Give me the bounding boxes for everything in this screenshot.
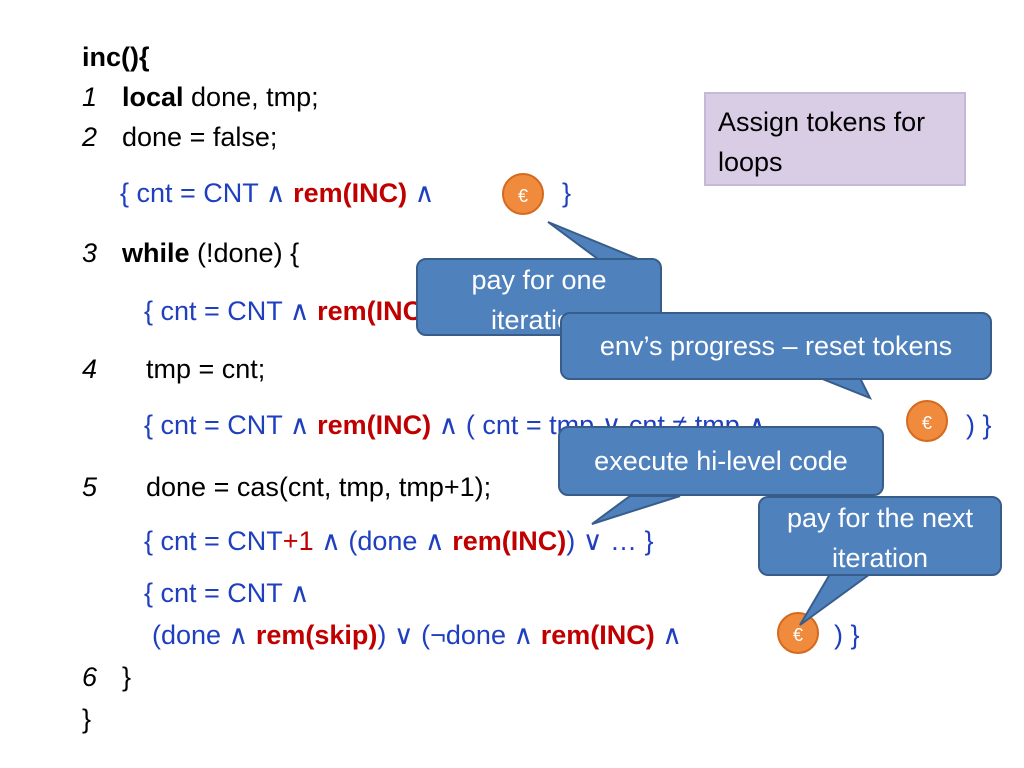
code-line-1: local done, tmp; [122,80,319,114]
assertion-3-close: ) } [966,410,992,440]
token-coin-3: € [777,612,819,654]
code-line-4: tmp = cnt; [146,354,266,384]
keyword-local: local [122,82,184,112]
assertion-text: { cnt = CNT ∧ [144,410,318,440]
rem-term: rem(INC) [317,410,432,440]
tail-env [819,377,873,400]
assertion-1: { cnt = CNT ∧ rem(INC) ∧ [120,176,434,210]
line-number-1: 1 [82,82,98,112]
callout-execute-code: execute hi-level code [558,426,884,496]
assertion-text: (done ∧ [152,620,256,650]
line-number-3: 3 [82,238,98,268]
assertion-text: ) ∨ (¬done ∧ [377,620,541,650]
code-line-5: done = cas(cnt, tmp, tmp+1); [146,472,492,502]
token-coin-1: € [502,173,544,215]
code-text: done, tmp; [183,82,319,112]
assertion-1-close: } [562,178,572,208]
note-box: Assign tokens for loops [704,92,966,186]
keyword-while: while [122,238,190,268]
rem-term: rem(INC) [317,296,432,326]
line-number-4: 4 [82,354,98,384]
code-line-3: while (!done) { [122,236,299,270]
assertion-5-line1: { cnt = CNT ∧ [144,578,310,608]
line-number-6: 6 [82,662,98,692]
rem-term: rem(skip) [255,620,378,650]
assertion-5-line2: (done ∧ rem(skip)) ∨ (¬done ∧ rem(INC) ∧ [152,618,682,652]
assertion-3: { cnt = CNT ∧ rem(INC) ∧ ( cnt = tmp ∨ c… [144,408,767,442]
tail-exec [591,495,681,525]
code-line-2: done = false; [122,122,278,152]
callout-pay-next-iteration: pay for the next iteration [758,496,1002,576]
assertion-text: { cnt = CNT ∧ [120,178,294,208]
token-coin-2: € [906,400,948,442]
rem-term: rem(INC) [540,620,655,650]
assertion-text: { cnt = CNT [144,526,283,556]
assertion-text: ) ∨ … } [566,526,654,556]
line-number-2: 2 [82,122,98,152]
assertion-4: { cnt = CNT+1 ∧ (done ∧ rem(INC)) ∨ … } [144,524,653,558]
assertion-text: ∧ (done ∧ [313,526,453,556]
assertion-text: ∧ [654,620,683,650]
assertion-2: { cnt = CNT ∧ rem(INC) ∧ [144,294,458,328]
callout-env-progress: env’s progress – reset tokens [560,312,992,380]
function-end: } [82,704,92,734]
assertion-5-close: ) } [834,620,860,650]
rem-term: rem(INC) [452,526,567,556]
line-number-5: 5 [82,472,98,502]
code-text: (!done) { [189,238,300,268]
assertion-text: { cnt = CNT ∧ [144,296,318,326]
increment-term: +1 [282,526,314,556]
code-line-6: } [122,662,132,692]
rem-term: rem(INC) [293,178,408,208]
assertion-text: ∧ [407,178,435,208]
function-header: inc(){ [82,42,150,72]
